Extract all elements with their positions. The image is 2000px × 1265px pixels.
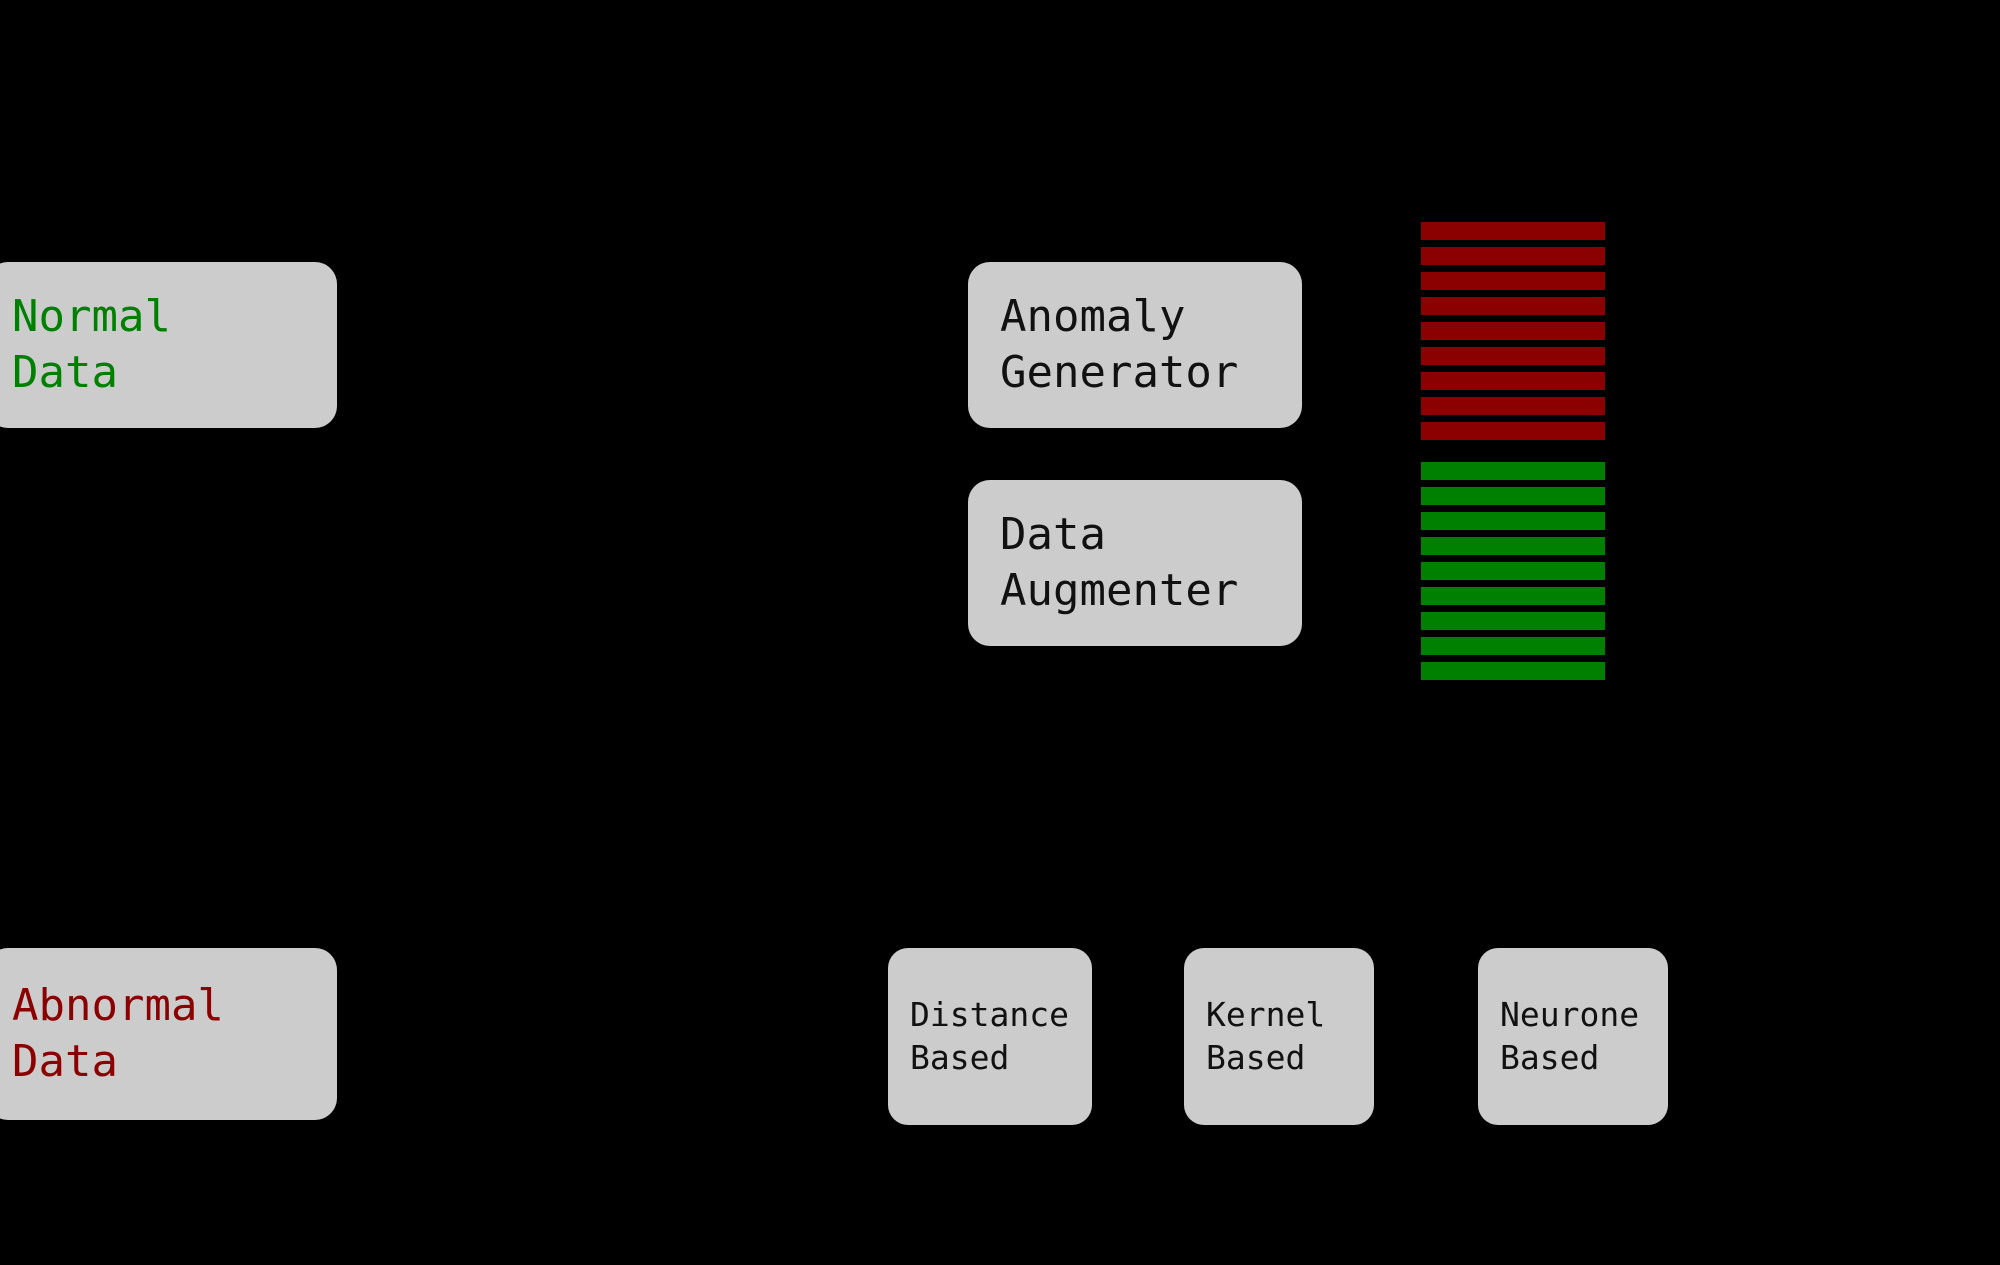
bar-abnormal-5 xyxy=(1421,347,1605,365)
bar-normal-12 xyxy=(1421,537,1605,555)
node-anomaly-generator-line-2: Generator xyxy=(1000,347,1239,398)
node-distance-based-line-2: Based xyxy=(910,1037,1010,1077)
bar-abnormal-8 xyxy=(1421,422,1605,440)
bar-normal-16 xyxy=(1421,637,1605,655)
node-anomaly-generator[interactable]: Anomaly Generator xyxy=(968,262,1302,428)
sample-bar-stack xyxy=(1421,215,1605,680)
bar-abnormal-7 xyxy=(1421,397,1605,415)
node-data-augmenter-line-1: Data xyxy=(1000,508,1106,560)
node-distance-based[interactable]: Distance Based xyxy=(888,948,1092,1125)
bar-abnormal-3 xyxy=(1421,297,1605,315)
node-data-augmenter-line-2: Augmenter xyxy=(1000,565,1239,616)
bar-abnormal-2 xyxy=(1421,272,1605,290)
node-anomaly-generator-line-1: Anomaly xyxy=(1000,290,1186,342)
bar-abnormal-4 xyxy=(1421,322,1605,340)
node-distance-based-line-1: Distance xyxy=(910,995,1069,1035)
node-neurone-based[interactable]: Neurone Based xyxy=(1478,948,1668,1125)
node-abnormal-data-line-2: Data xyxy=(12,1036,118,1087)
bar-normal-14 xyxy=(1421,587,1605,605)
node-data-augmenter[interactable]: Data Augmenter xyxy=(968,480,1302,646)
node-normal-data[interactable]: Normal Data xyxy=(0,262,337,428)
bar-normal-11 xyxy=(1421,512,1605,530)
node-kernel-based-line-1: Kernel xyxy=(1206,995,1326,1035)
node-kernel-based[interactable]: Kernel Based xyxy=(1184,948,1374,1125)
bar-normal-17 xyxy=(1421,662,1605,680)
bar-normal-15 xyxy=(1421,612,1605,630)
bar-abnormal-1 xyxy=(1421,247,1605,265)
node-abnormal-data-line-1: Abnormal xyxy=(12,979,224,1031)
bar-normal-10 xyxy=(1421,487,1605,505)
node-normal-data-line-1: Normal xyxy=(12,290,171,342)
node-neurone-based-line-1: Neurone xyxy=(1500,995,1640,1035)
node-kernel-based-line-2: Based xyxy=(1206,1037,1306,1077)
node-neurone-based-line-2: Based xyxy=(1500,1037,1600,1077)
bar-abnormal-6 xyxy=(1421,372,1605,390)
bar-normal-13 xyxy=(1421,562,1605,580)
node-normal-data-line-2: Data xyxy=(12,347,118,398)
node-abnormal-data[interactable]: Abnormal Data xyxy=(0,948,337,1120)
bar-normal-9 xyxy=(1421,462,1605,480)
bar-abnormal-0 xyxy=(1421,222,1605,240)
